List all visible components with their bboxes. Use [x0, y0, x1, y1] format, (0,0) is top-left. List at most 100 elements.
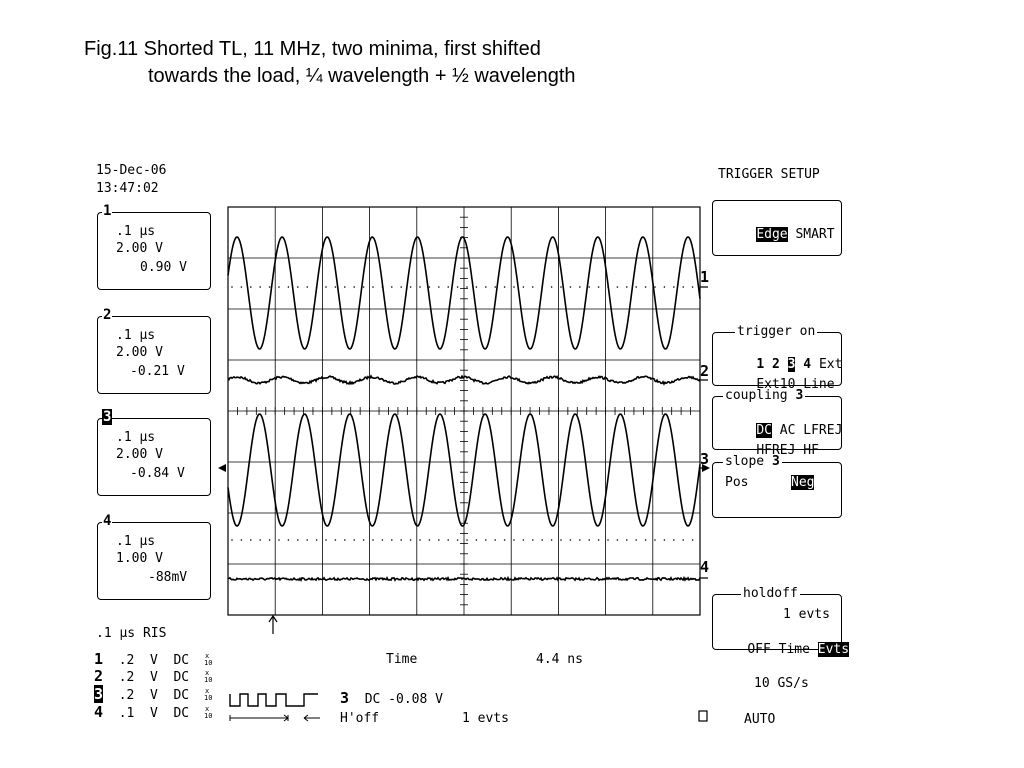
baseline-dot [297, 539, 299, 541]
baseline-dot [597, 539, 600, 541]
baseline-dot [654, 539, 656, 541]
trace-level-ticks [700, 286, 708, 579]
channel-3-vdiv: 2.00 V [116, 447, 163, 462]
baseline-dot [259, 286, 262, 288]
baseline-dot [278, 286, 280, 288]
holdoff-value: 1 evts [783, 607, 830, 622]
channel-2-box[interactable]: 2 .1 µs 2.00 V -0.21 V [97, 307, 211, 394]
baseline-dots [231, 286, 694, 541]
figure-caption: Fig.11 Shorted TL, 11 MHz, two minima, f… [84, 36, 576, 90]
sample-rate: 10 GS/s [754, 676, 809, 691]
trigger-on-line[interactable]: Line [803, 377, 835, 392]
channel-4-offset: -88mV [148, 570, 188, 585]
bottom-timebase: .1 µs RIS [96, 626, 167, 641]
baseline-dot [644, 539, 647, 541]
bottom-channel-row-2: 2 .2 V DC [94, 667, 190, 686]
baseline-dot [419, 539, 421, 541]
baseline-dot [315, 539, 318, 541]
channel-1-number: 1 [102, 203, 113, 219]
trigger-type-menu[interactable]: Edge SMART [712, 200, 842, 256]
baseline-dot [250, 539, 252, 541]
holdoff-menu[interactable]: holdoff 1 evts OFF Time Evts [712, 586, 850, 657]
trace-channel-4 [227, 575, 701, 582]
svg-text:x: x [205, 652, 209, 660]
baseline-dot [409, 286, 412, 288]
baseline-dot [409, 539, 412, 541]
baseline-dot [325, 286, 327, 288]
trigger-channel: 3 [340, 689, 350, 707]
baseline-dot [513, 286, 515, 288]
coupling-hf[interactable]: HF [803, 443, 819, 458]
holdoff-time[interactable]: Time [778, 642, 810, 657]
baseline-dot [485, 539, 487, 541]
holdoff-readout: 1 evts [462, 711, 509, 726]
trace-channel-1 [227, 236, 701, 350]
slope-neg[interactable]: Neg [791, 475, 815, 490]
channel-1-box[interactable]: 1 .1 µs 2.00 V 0.90 V [97, 203, 211, 290]
channel-2-number: 2 [102, 307, 113, 323]
date-readout: 15-Dec-06 [96, 163, 167, 178]
baseline-dot [428, 286, 431, 288]
trigger-level-marker-left [218, 464, 226, 472]
slope-pos[interactable]: Pos [725, 475, 749, 490]
edge-option[interactable]: Edge [756, 227, 788, 242]
baseline-dot [616, 286, 619, 288]
baseline-dot [503, 286, 506, 288]
trace-label-4: 4 [700, 558, 709, 576]
trace-channel-3 [227, 413, 701, 527]
coupling-dc[interactable]: DC [756, 423, 772, 438]
trigger-on-ch1[interactable]: 1 [756, 357, 765, 372]
baseline-dot [456, 286, 459, 288]
menu-title: TRIGGER SETUP [718, 167, 820, 182]
baseline-dot [325, 539, 327, 541]
baseline-dot [569, 539, 572, 541]
channel-4-timebase: .1 µs [116, 534, 156, 549]
bottom-channel-row-1: 1 .2 V DC [94, 650, 190, 669]
holdoff-label: H'off [340, 711, 380, 726]
trigger-on-menu[interactable]: trigger on 1 2 3 4 Ext Ext10 Line [712, 324, 843, 392]
baseline-dot [588, 539, 590, 541]
channel-1-offset: 0.90 V [140, 260, 187, 275]
baseline-dot [268, 286, 271, 288]
coupling-lfrej[interactable]: LFREJ [803, 423, 843, 438]
baseline-dot [691, 539, 694, 541]
slope-legend: slope [725, 454, 765, 469]
channel-3-box[interactable]: 3 .1 µs 2.00 V -0.84 V [97, 409, 211, 496]
trigger-on-ch3[interactable]: 3 [787, 357, 796, 372]
coupling-ac[interactable]: AC [779, 423, 796, 438]
coupling-legend: coupling [725, 388, 788, 403]
svg-text:10: 10 [204, 712, 212, 720]
baseline-dot [475, 286, 478, 288]
baseline-dot [287, 286, 290, 288]
baseline-dot [654, 286, 656, 288]
coupling-channel: 3 [795, 388, 804, 403]
baseline-dot [663, 539, 666, 541]
baseline-dot [268, 539, 271, 541]
trigger-level: DC -0.08 V [364, 692, 443, 707]
smart-option[interactable]: SMART [795, 227, 835, 242]
trace-channel-2 [227, 374, 701, 386]
trace-label-1: 1 [700, 268, 709, 286]
baseline-dot [494, 539, 497, 541]
baseline-dot [334, 539, 337, 541]
baseline-dot [438, 286, 440, 288]
channel-2-timebase: .1 µs [116, 328, 156, 343]
baseline-dot [607, 539, 609, 541]
trigger-on-ext[interactable]: Ext [818, 357, 843, 372]
baseline-dot [466, 539, 468, 541]
trigger-state-icon [698, 710, 708, 722]
coupling-menu[interactable]: coupling 3 DC AC LFREJ HFREJ HF [712, 388, 843, 458]
trigger-on-ch4[interactable]: 4 [803, 357, 812, 372]
channel-3-offset: -0.84 V [130, 466, 185, 481]
baseline-dot [456, 539, 459, 541]
baseline-dot [287, 539, 290, 541]
trigger-on-legend: trigger on [735, 324, 818, 339]
time-label: Time [386, 652, 418, 667]
holdoff-off[interactable]: OFF [747, 642, 771, 657]
holdoff-evts[interactable]: Evts [817, 642, 850, 657]
slope-menu[interactable]: slope 3 Pos Neg [712, 454, 842, 518]
baseline-dot [673, 286, 675, 288]
trigger-on-ch2[interactable]: 2 [771, 357, 780, 372]
channel-4-box[interactable]: 4 .1 µs 1.00 V -88mV [97, 513, 211, 600]
